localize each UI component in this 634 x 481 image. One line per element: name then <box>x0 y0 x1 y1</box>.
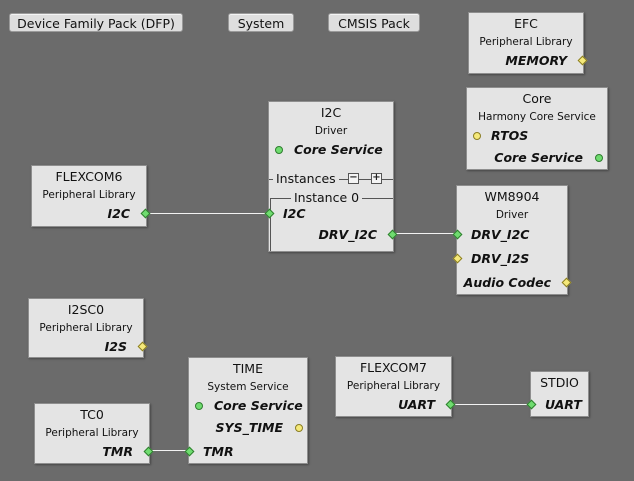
port-label: I2C <box>283 206 306 221</box>
node-subtitle: Driver <box>314 125 348 137</box>
node-title: TIME <box>232 361 263 376</box>
port-diamond-icon[interactable] <box>445 399 456 410</box>
port-label: I2C <box>107 206 130 221</box>
port-circle-icon[interactable] <box>275 146 283 154</box>
port-label: DRV_I2C <box>471 227 530 242</box>
port-label: Core Service <box>494 150 583 165</box>
wire-flexcom6-i2c <box>146 213 269 214</box>
time-node[interactable]: TIME System Service Core Service SYS_TIM… <box>184 357 308 464</box>
port-diamond-icon[interactable] <box>452 253 463 264</box>
node-title: I2SC0 <box>67 302 105 317</box>
minus-icon[interactable]: − <box>348 172 359 184</box>
port-diamond-icon[interactable] <box>184 446 195 457</box>
node-subtitle: Harmony Core Service <box>478 111 596 123</box>
port-diamond-icon[interactable] <box>577 55 588 66</box>
port-label: MEMORY <box>505 53 567 68</box>
port-circle-icon[interactable] <box>195 402 203 410</box>
i2c-driver-node[interactable]: I2C Driver Core Service Instances − + In… <box>264 101 398 252</box>
stdio-node[interactable]: STDIO UART <box>526 371 589 417</box>
port-label: SYS_TIME <box>215 420 283 435</box>
wire-tc0-time <box>149 450 189 451</box>
port-label: UART <box>545 397 582 412</box>
port-diamond-icon[interactable] <box>143 446 154 457</box>
port-diamond-icon[interactable] <box>452 229 463 240</box>
node-subtitle: Peripheral Library <box>346 380 441 392</box>
node-title: WM8904 <box>484 189 540 204</box>
i2sc0-node[interactable]: I2SC0 Peripheral Library I2S <box>28 298 148 358</box>
port-diamond-icon[interactable] <box>561 277 572 288</box>
cmsis-pack-button[interactable]: CMSIS Pack <box>328 13 420 32</box>
port-label: I2S <box>104 339 127 354</box>
system-button[interactable]: System <box>228 13 294 32</box>
instance0-label: Instance 0 <box>291 190 363 205</box>
node-title: EFC <box>514 16 538 31</box>
port-label: Core Service <box>294 142 383 157</box>
node-subtitle: Peripheral Library <box>45 427 139 439</box>
port-label: TMR <box>102 444 133 459</box>
port-label: DRV_I2C <box>318 227 377 242</box>
node-title: TC0 <box>80 407 104 422</box>
port-label: Audio Codec <box>463 275 551 290</box>
efc-node[interactable]: EFC Peripheral Library MEMORY <box>468 12 588 74</box>
core-node[interactable]: Core Harmony Core Service RTOS Core Serv… <box>466 87 608 170</box>
node-subtitle: Driver <box>495 209 529 221</box>
port-label: UART <box>398 397 435 412</box>
dfp-button[interactable]: Device Family Pack (DFP) <box>9 13 183 32</box>
port-circle-icon[interactable] <box>473 132 481 140</box>
port-diamond-icon[interactable] <box>140 208 151 219</box>
tc0-node[interactable]: TC0 Peripheral Library TMR <box>34 403 154 464</box>
node-title: I2C <box>320 105 342 120</box>
plus-icon[interactable]: + <box>371 172 382 184</box>
port-label: Core Service <box>214 398 303 413</box>
flexcom7-node[interactable]: FLEXCOM7 Peripheral Library UART <box>335 356 456 417</box>
node-title: Core <box>522 91 552 106</box>
node-title: STDIO <box>540 375 579 390</box>
port-label: TMR <box>203 444 234 459</box>
node-title: FLEXCOM6 <box>55 169 123 184</box>
port-label: DRV_I2S <box>471 251 530 266</box>
node-subtitle: Peripheral Library <box>42 189 136 201</box>
port-diamond-icon[interactable] <box>137 341 148 352</box>
port-label: RTOS <box>491 128 529 143</box>
wire-i2c-wm8904 <box>393 233 457 234</box>
port-circle-icon[interactable] <box>595 154 603 162</box>
wire-flexcom7-stdio <box>451 404 531 405</box>
port-circle-icon[interactable] <box>295 424 303 432</box>
flexcom6-node[interactable]: FLEXCOM6 Peripheral Library I2C <box>31 165 151 227</box>
node-title: FLEXCOM7 <box>359 360 427 375</box>
node-subtitle: System Service <box>207 381 289 393</box>
node-subtitle: Peripheral Library <box>39 322 133 334</box>
wm8904-node[interactable]: WM8904 Driver DRV_I2C DRV_I2S Audio Code… <box>452 185 572 295</box>
node-subtitle: Peripheral Library <box>479 36 573 48</box>
port-diamond-icon[interactable] <box>526 399 537 410</box>
instances-label: Instances <box>273 171 339 186</box>
